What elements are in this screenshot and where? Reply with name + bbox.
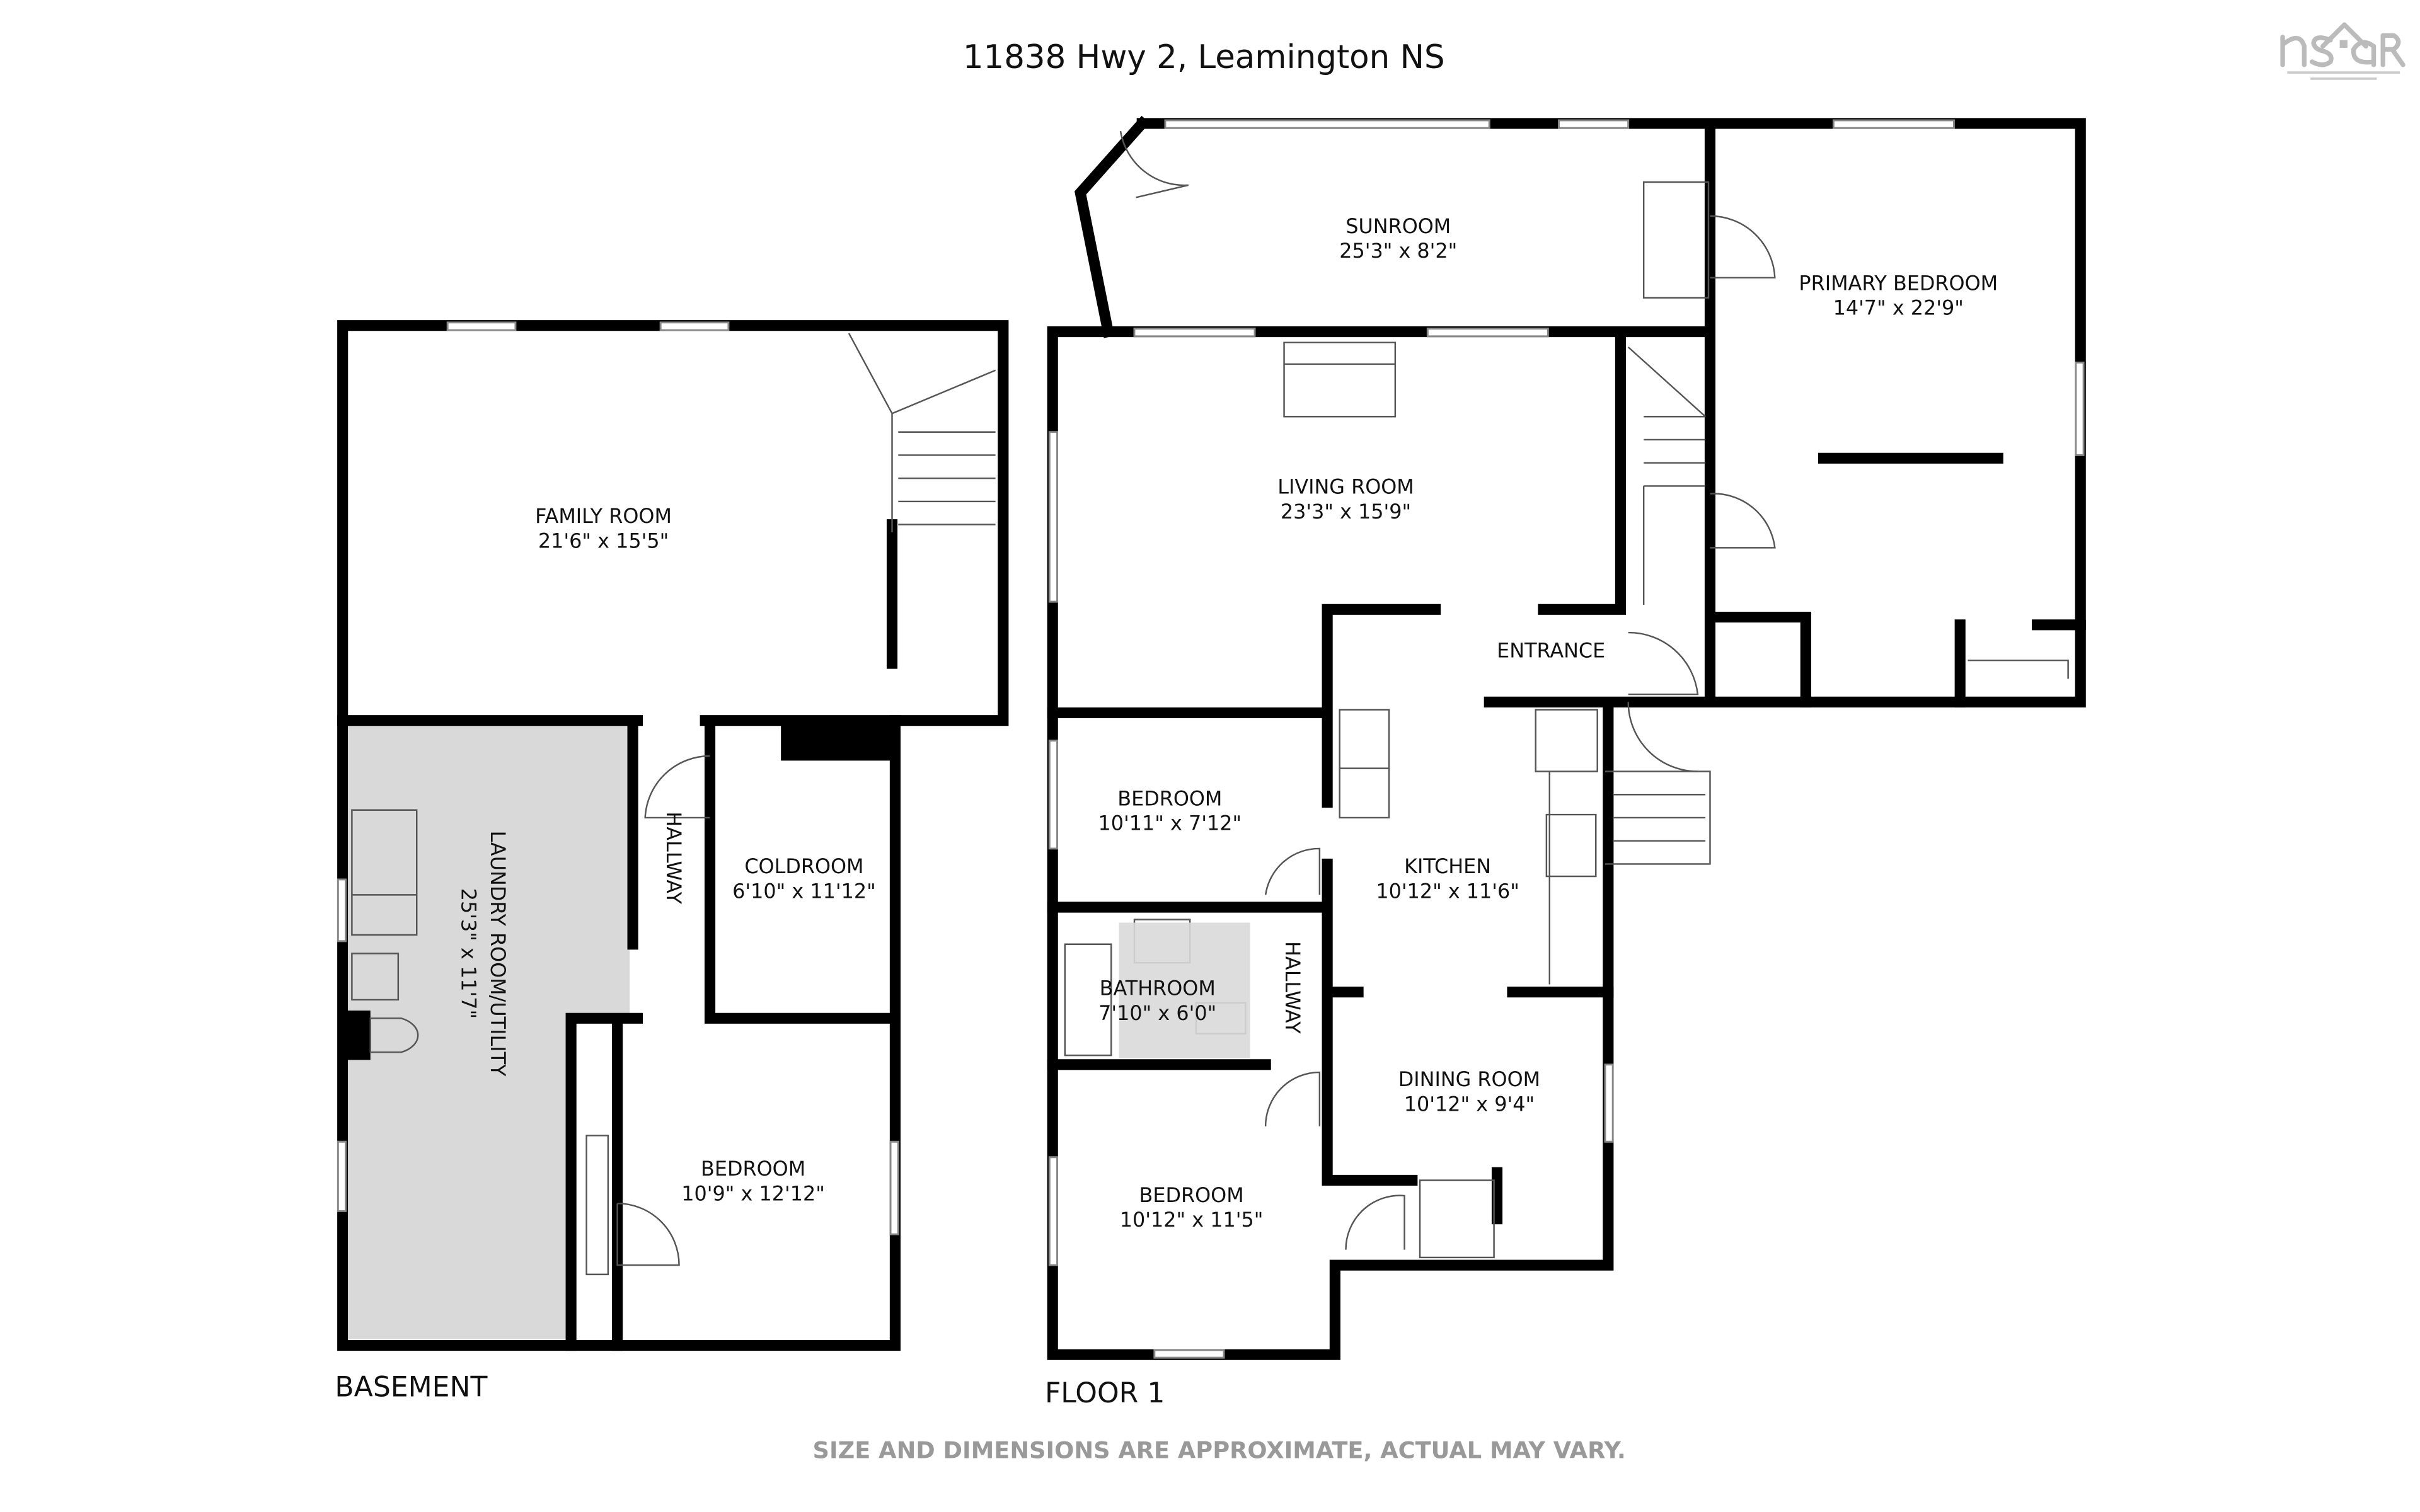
room-dimension: 25'3" x 8'2" [1339, 239, 1457, 263]
room-dimension: 10'11" x 7'12" [1098, 811, 1242, 835]
room-name: PRIMARY BEDROOM [1799, 271, 1998, 295]
room-dimension: 7'10" x 6'0" [1098, 1001, 1216, 1025]
room-dimension: 14'7" x 22'9" [1833, 296, 1964, 320]
room-dimension: 21'6" x 15'5" [538, 529, 669, 553]
room-dimension: 10'12" x 11'5" [1120, 1208, 1264, 1232]
room-name: SUNROOM [1345, 214, 1451, 238]
floor1-plan: SUNROOM 25'3" x 8'2" PRIMARY BEDROOM 14'… [1045, 115, 2086, 1409]
room-name: LAUNDRY ROOM/UTILITY [486, 830, 510, 1077]
room-name: BEDROOM [1117, 786, 1222, 810]
property-address: 11838 Hwy 2, Leamington NS [963, 38, 1445, 76]
room-name: KITCHEN [1404, 854, 1491, 878]
room-name: BEDROOM [701, 1157, 805, 1181]
room-name: FAMILY ROOM [535, 504, 672, 528]
floor-label: FLOOR 1 [1045, 1377, 1165, 1409]
laundry-area [349, 725, 630, 1339]
room-name: LIVING ROOM [1277, 475, 1414, 499]
disclaimer: SIZE AND DIMENSIONS ARE APPROXIMATE, ACT… [813, 1436, 1626, 1463]
room-dimension: 10'12" x 11'6" [1376, 879, 1519, 903]
room-dimension: 10'12" x 9'4" [1404, 1092, 1535, 1116]
nsar-logo [2280, 22, 2406, 80]
room-name: DINING ROOM [1398, 1067, 1540, 1091]
room-dimension: 6'10" x 11'12" [732, 879, 876, 903]
room-name: BATHROOM [1100, 976, 1216, 1000]
room-name: HALLWAY [662, 811, 686, 904]
basement-plan: FAMILY ROOM 21'6" x 15'5" LAUNDRY ROOM/U… [335, 320, 1009, 1403]
room-dimension: 10'9" x 12'12" [681, 1181, 825, 1205]
room-name: HALLWAY [1281, 941, 1305, 1034]
room-name: ENTRANCE [1497, 638, 1605, 662]
floor-label: BASEMENT [335, 1371, 488, 1403]
room-name: COLDROOM [744, 854, 863, 878]
room-dimension: 25'3" x 11'7" [456, 888, 480, 1019]
room-dimension: 23'3" x 15'9" [1281, 500, 1411, 524]
room-name: BEDROOM [1139, 1183, 1244, 1207]
